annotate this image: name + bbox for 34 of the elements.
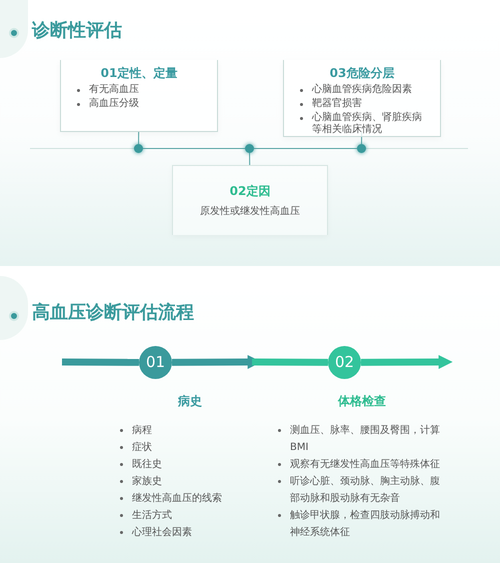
info-card (60, 60, 218, 132)
bullet-text: 家族史 (132, 474, 162, 489)
bullet-text: 心理社会因素 (132, 526, 192, 540)
connector-line (62, 358, 140, 366)
card-text: 原发性或继发性高血压 (200, 204, 300, 219)
step-heading: 病史 (176, 393, 203, 410)
bullet-text: 靶器官损害 (312, 98, 362, 110)
card-heading: 01定性、定量 (100, 65, 178, 82)
card-heading: 02定因 (230, 183, 270, 200)
connector-line (254, 148, 358, 149)
bullet-text: 触诊甲状腺，检查四肢动脉搏动和神经系统体征 (290, 508, 441, 540)
step-heading: 体格检查 (336, 393, 387, 410)
connector-line (142, 148, 246, 149)
bullet-text: 高血压分级 (89, 98, 139, 110)
bullet-text: 继发性高血压的线索 (132, 492, 222, 506)
bullet-text: 测血压、脉率、腰围及臀围，计算BMI (290, 424, 441, 455)
bullet-text: 观察有无继发性高血压等特殊体征 (290, 458, 440, 472)
bullet-text: 心脑血管疾病危险因素 (312, 84, 412, 96)
info-card (172, 165, 328, 235)
bullet-text: 生活方式 (132, 508, 172, 523)
bullet-text: 有无高血压 (89, 84, 139, 96)
bullet-text: 心脑血管疾病、肾脏疾病等相关临床情况 (312, 112, 423, 136)
slide-title: 诊断性评估 (32, 19, 122, 43)
connector-line (138, 132, 140, 144)
info-card (283, 60, 441, 137)
slide-title: 高血压诊断评估流程 (32, 301, 194, 325)
connector-line (249, 152, 250, 166)
bullet-text: 听诊心脏、颈动脉、胸主动脉、腹部动脉和股动脉有无杂音 (290, 474, 441, 506)
card-heading: 03危险分层 (330, 65, 394, 82)
connector-line (252, 358, 328, 366)
bullet-text: 症状 (132, 440, 152, 455)
bullet-text: 病程 (132, 424, 152, 438)
arrow (360, 355, 453, 369)
bullet-text: 既往史 (132, 458, 162, 472)
